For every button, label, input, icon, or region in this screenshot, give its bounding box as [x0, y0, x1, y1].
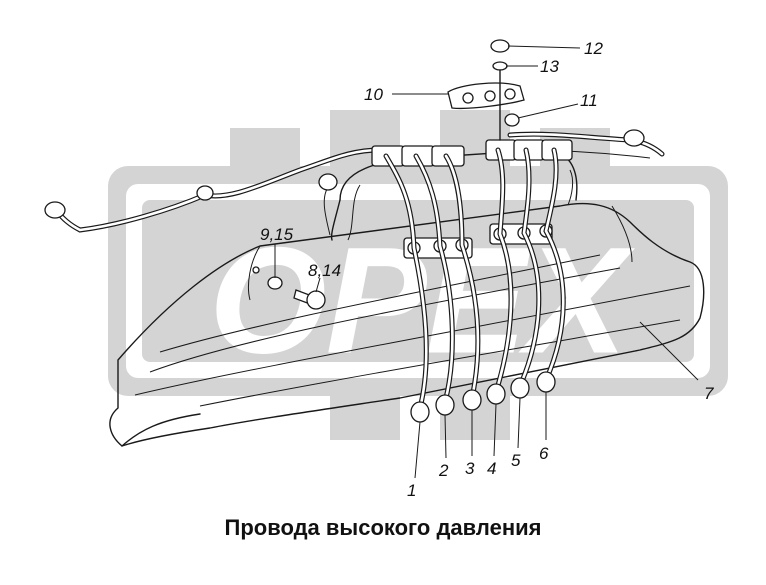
callout-labels: 1 2 3 4 5 6 7 8,14 9,15 10 11 12 13 — [260, 39, 714, 500]
right-pipe — [507, 129, 665, 159]
callout-6: 6 — [539, 444, 549, 463]
injector-nuts — [410, 371, 556, 423]
callout-8-14: 8,14 — [308, 261, 341, 280]
top-clamp-assembly — [447, 39, 525, 141]
callout-3: 3 — [465, 459, 475, 478]
callout-5: 5 — [511, 451, 521, 470]
diagram-caption: Провода высокого давления — [224, 515, 542, 540]
callout-13: 13 — [540, 57, 559, 76]
callout-12: 12 — [584, 39, 603, 58]
left-pipe — [44, 147, 383, 233]
high-pressure-lines — [383, 147, 566, 411]
upper-clamp-row — [371, 139, 573, 167]
callout-10: 10 — [364, 85, 383, 104]
cylinder-head-cover — [109, 202, 705, 447]
callout-7: 7 — [704, 384, 714, 403]
leader-lines — [274, 45, 699, 479]
callout-1: 1 — [407, 481, 416, 500]
callout-4: 4 — [487, 459, 496, 478]
callout-9-15: 9,15 — [260, 225, 294, 244]
callout-2: 2 — [438, 461, 449, 480]
callout-11: 11 — [580, 91, 598, 110]
